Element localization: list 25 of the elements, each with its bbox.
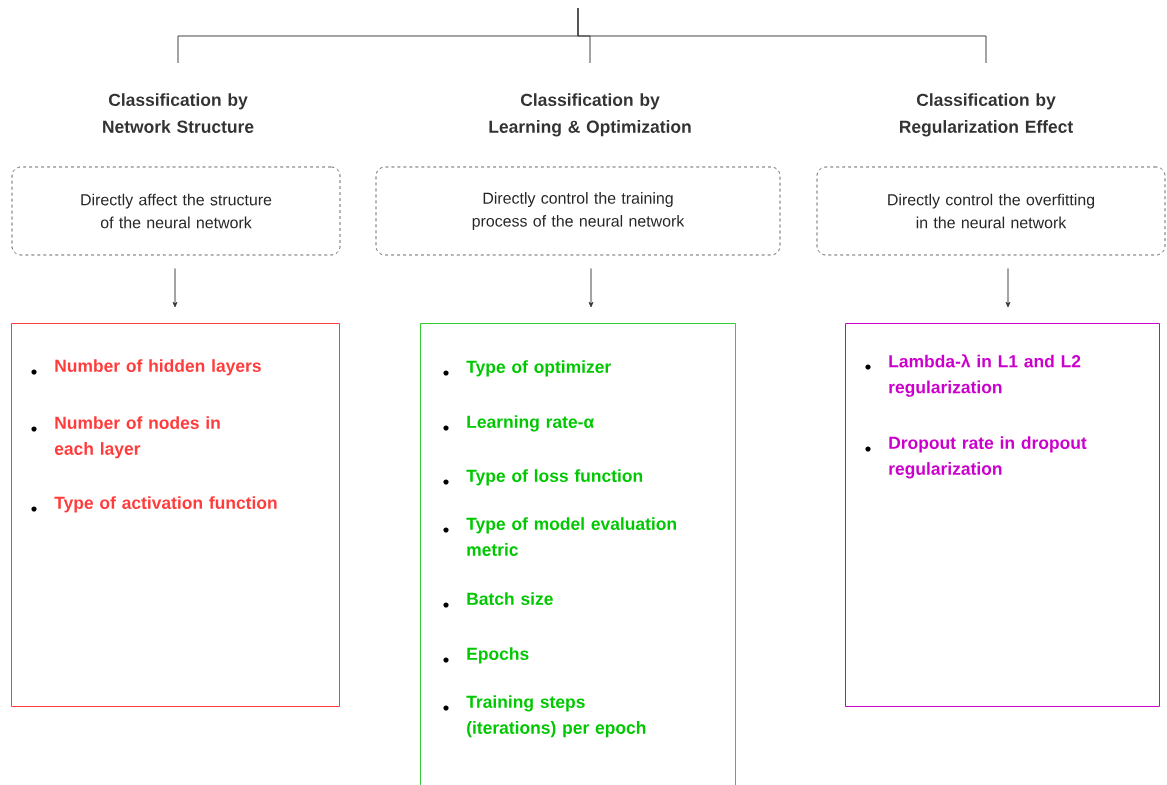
bullet-item: Type of model evaluation metric [443,517,676,556]
bullet-item: Batch size [443,592,553,608]
list-box [845,323,1160,707]
bullet-item: Dropout rate in dropout regularization [865,436,1087,479]
bullet-item: Type of activation function [31,496,277,513]
arrow [1005,268,1011,308]
heading: Classification by Network Structure [103,93,254,133]
list-box [420,323,736,785]
bullet-item: Type of optimizer [443,360,611,377]
bullet-item: Lambda-λ in L1 and L2 regularization [865,354,1081,397]
bullet-item: Learning rate-α [443,415,594,432]
list-box [11,323,340,707]
bullet-item: Epochs [443,647,529,664]
bracket-line [577,7,987,64]
heading: Classification by Learning & Optimization [489,93,691,137]
bullet-item: Number of nodes in each layer [31,416,220,459]
bullet-item: Number of hidden layers [31,359,261,376]
bullet-item: Training steps (iterations) per epoch [443,695,646,738]
bullet-item: Type of loss function [443,469,643,486]
description-box: Directly affect the structure of the neural network [11,166,341,256]
heading: Classification by Regularization Effect [900,93,1073,137]
description-box: Directly control the training process of the neural network [375,166,781,256]
arrow [588,268,594,308]
arrow [172,268,178,308]
description-box: Directly control the overfitting in the neural network [816,166,1166,256]
